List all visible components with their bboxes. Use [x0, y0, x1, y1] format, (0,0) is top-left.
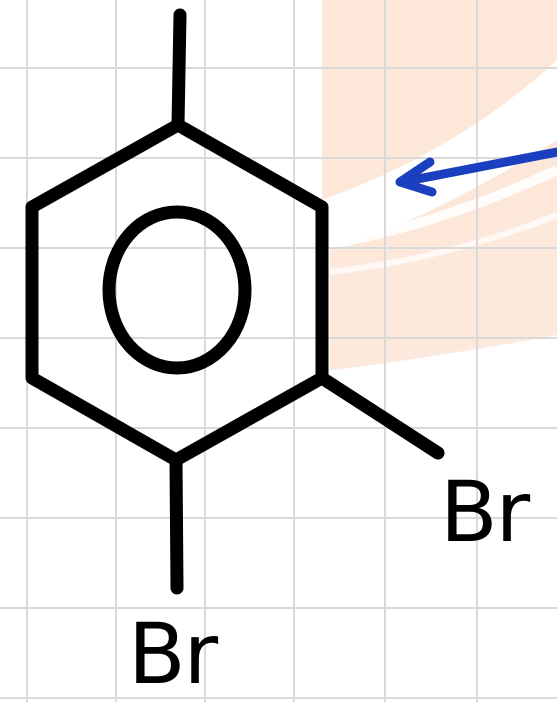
highlight-gap-2 — [329, 212, 557, 275]
bond-to-br-right — [315, 371, 445, 460]
arrow-shaft — [397, 147, 557, 187]
methyl-bond — [171, 8, 187, 132]
highlight-band-lower — [330, 205, 557, 370]
aromatic-circle — [102, 205, 252, 375]
pointer-arrow — [395, 147, 557, 197]
bond-to-br-bottom — [169, 453, 184, 595]
benzene-ring — [25, 118, 329, 467]
label-br-bottom: Br — [128, 605, 218, 702]
highlight-gap — [324, 165, 557, 250]
arrow-head-icon — [395, 157, 437, 197]
label-br-right: Br — [440, 463, 530, 561]
